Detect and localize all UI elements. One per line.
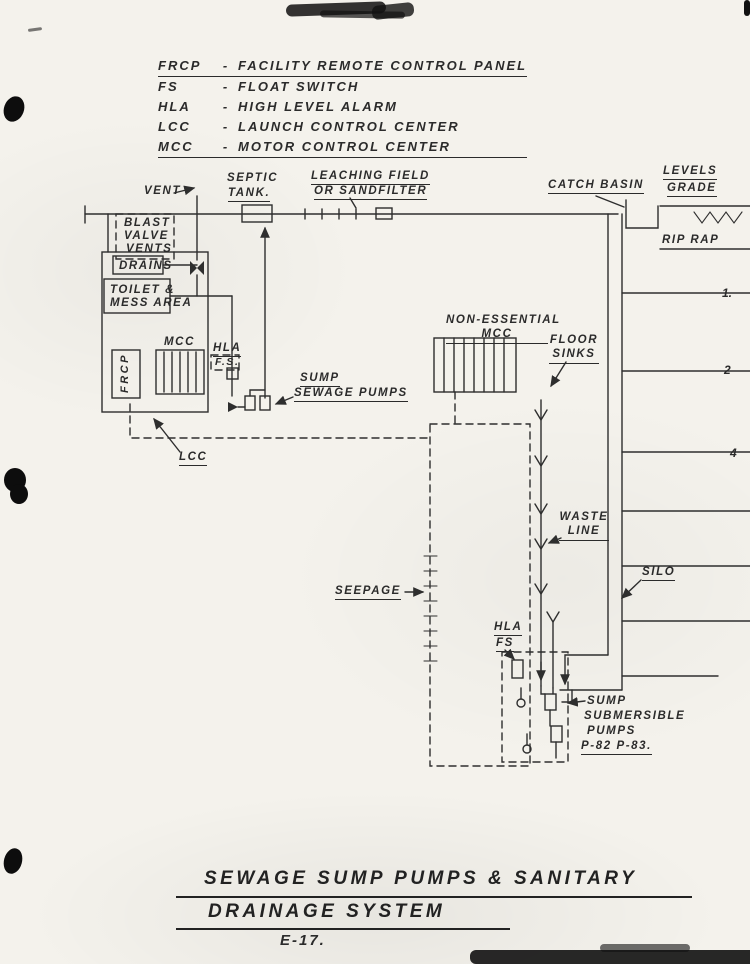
vent-stack: [190, 195, 204, 297]
level-number-1: 1.: [722, 286, 733, 300]
legend-row-hla: HLA - HIGH LEVEL ALARM: [158, 98, 527, 117]
legend-abbr: MCC: [158, 139, 194, 154]
sump-submersible-label-line1: SUMP: [587, 695, 627, 707]
floor-sinks-label-line1: FLOOR: [549, 334, 599, 346]
sump-sewage-label-line2: SEWAGE PUMPS: [294, 386, 408, 403]
floor-sinks-label: FLOOR SINKS: [549, 333, 599, 364]
fs-upper-box-dashed: [210, 354, 240, 371]
seepage-boundary-dashed: [429, 391, 569, 767]
legend-label: HIGH LEVEL ALARM: [238, 99, 398, 114]
legend-row-lcc: LCC - LAUNCH CONTROL CENTER: [158, 118, 527, 137]
septic-tank-label-line1: SEPTIC: [227, 172, 279, 184]
waste-line-label: WASTE LINE: [559, 510, 609, 541]
floor-sinks-label-line2: SINKS: [552, 348, 596, 361]
scan-artifact-corner: [744, 0, 750, 16]
legend-label: LAUNCH CONTROL CENTER: [238, 119, 460, 134]
non-essential-mcc-label: NON-ESSENTIAL MCC: [446, 313, 561, 344]
frcp-label: FRCP: [119, 353, 131, 393]
leaching-field-label-line1: LEACHING FIELD: [311, 169, 430, 186]
drawing-number: E-17.: [280, 932, 326, 949]
lcc-label: LCC: [179, 450, 208, 467]
legend-separator: -: [222, 79, 230, 94]
mcc-panel-symbol: [155, 349, 205, 395]
toilet-mess-label-line1: TOILET &: [110, 284, 175, 296]
legend-abbr: FRCP: [158, 58, 202, 73]
legend-separator: -: [222, 58, 230, 73]
drawing-title-line1: SEWAGE SUMP PUMPS & SANITARY: [176, 868, 692, 898]
hla-lower-label: HLA: [494, 620, 523, 637]
waste-line-label-line1: WASTE: [559, 511, 609, 523]
vent-label: VENT: [144, 185, 182, 197]
legend-label: MOTOR CONTROL CENTER: [238, 139, 451, 154]
legend-abbr: FS: [158, 79, 179, 94]
non-essential-mcc-label-line2: MCC: [481, 328, 513, 341]
hole-punch-mark: [10, 484, 28, 504]
blast-valve-label-line3: VENTS: [126, 243, 173, 255]
legend-separator: -: [222, 139, 230, 154]
non-essential-mcc-label-line1: NON-ESSENTIAL: [446, 314, 561, 326]
blast-valve-label-line1: BLAST: [124, 217, 171, 229]
drawing-title-line2: DRAINAGE SYSTEM: [176, 901, 510, 930]
blast-valve-vents-box-dashed: [115, 213, 175, 260]
legend-row-mcc: MCC - MOTOR CONTROL CENTER: [158, 138, 528, 158]
sump-submersible-label-line3: PUMPS: [587, 725, 636, 737]
sump-submersible-label-line4: P-82 P-83.: [581, 739, 652, 756]
level-number-4: 4: [730, 446, 737, 460]
building-outline: [101, 213, 233, 413]
non-essential-mcc-symbol: [433, 337, 517, 393]
legend-separator: -: [222, 119, 230, 134]
waste-line-pipes: [534, 399, 560, 689]
grade-label: GRADE: [667, 181, 717, 198]
leaching-field-symbol: [304, 197, 393, 220]
leaching-field-label-line2: OR SANDFILTER: [314, 184, 428, 201]
silo-label: SILO: [642, 565, 676, 582]
legend-separator: -: [222, 99, 230, 114]
legend: FRCP - FACILITY REMOTE CONTROL PANEL FS …: [158, 57, 528, 159]
waste-line-label-line2: LINE: [567, 525, 601, 538]
legend-label: FLOAT SWITCH: [238, 79, 360, 94]
fs-lower-label: FS: [496, 636, 514, 653]
rip-rap-hatching: [693, 211, 743, 224]
blast-valve-label-line2: VALVE: [124, 230, 169, 242]
sump-sewage-label-line1: SUMP: [300, 371, 340, 388]
septic-tank-label-line2: TANK.: [228, 186, 271, 203]
sewage-pumps-symbol: [226, 226, 271, 412]
grade-line: [84, 205, 750, 250]
leader-arrows: [153, 185, 642, 707]
lcc-boundary-dashed: [129, 403, 431, 439]
catch-basin-symbol: [595, 195, 659, 229]
frcp-panel-symbol: [111, 349, 141, 399]
legend-row-fs: FS - FLOAT SWITCH: [158, 78, 527, 97]
seepage-ticks: [423, 555, 438, 662]
sump-submersible-label-line2: SUBMERSIBLE: [584, 710, 686, 722]
rip-rap-label: RIP RAP: [662, 234, 720, 246]
submersible-pumps-symbol: [511, 659, 573, 759]
scan-artifact-bottom-streak: [470, 950, 750, 964]
legend-abbr: LCC: [158, 119, 191, 134]
level-number-2: 2: [724, 363, 731, 377]
septic-tank-symbol: [241, 204, 273, 223]
legend-abbr: HLA: [158, 99, 191, 114]
hla-upper-label: HLA: [213, 341, 242, 358]
toilet-mess-label-line2: MESS AREA: [110, 297, 193, 309]
levels-label: LEVELS: [663, 164, 718, 181]
drains-label: DRAINS: [119, 260, 173, 272]
legend-label: FACILITY REMOTE CONTROL PANEL: [238, 58, 528, 73]
fs-upper-label: F.S.: [215, 356, 240, 368]
scan-artifact-bottom-streak: [600, 944, 690, 952]
catch-basin-label: CATCH BASIN: [548, 178, 644, 195]
silo-structure: [559, 213, 750, 691]
seepage-label: SEEPAGE: [335, 584, 401, 601]
legend-row-frcp: FRCP - FACILITY REMOTE CONTROL PANEL: [158, 57, 528, 77]
mcc-label: MCC: [164, 336, 195, 348]
